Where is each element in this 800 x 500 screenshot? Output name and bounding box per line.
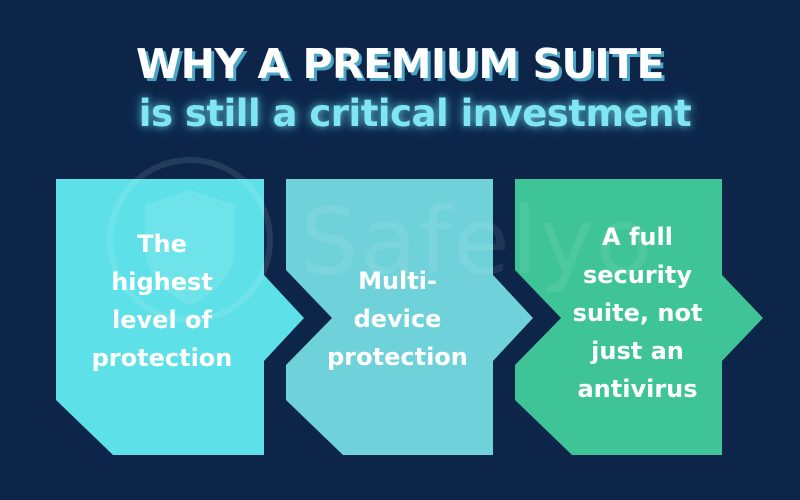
card-3-text: A full security suite, not just an antiv…	[555, 218, 720, 408]
card-1-text: The highest level of protection	[62, 225, 262, 377]
card-1-line: highest	[111, 268, 213, 296]
card-1-shape	[56, 179, 304, 455]
title-line-1: WHY A PREMIUM SUITE	[135, 40, 665, 88]
card-3-line: suite, not	[572, 299, 703, 327]
card-3-line: just an	[591, 337, 684, 365]
card-3-shape	[515, 179, 763, 455]
card-2-text: Multi- device protection	[305, 262, 490, 376]
card-1-line: protection	[91, 344, 233, 372]
card-2-line: device	[353, 305, 442, 333]
shield-lock-icon	[107, 157, 273, 323]
card-2-line: Multi-	[358, 267, 437, 295]
card-2-line: protection	[327, 343, 468, 371]
card-1-line: The	[137, 230, 187, 258]
card-1-line: level of	[112, 306, 212, 334]
watermark-text: Safelyo	[300, 188, 655, 295]
card-3-line: A full	[602, 223, 673, 251]
card-2-shape	[286, 179, 533, 455]
card-3-line: security	[582, 261, 693, 289]
card-3-line: antivirus	[577, 375, 698, 403]
title-line-2: is still a critical investment	[138, 92, 692, 135]
